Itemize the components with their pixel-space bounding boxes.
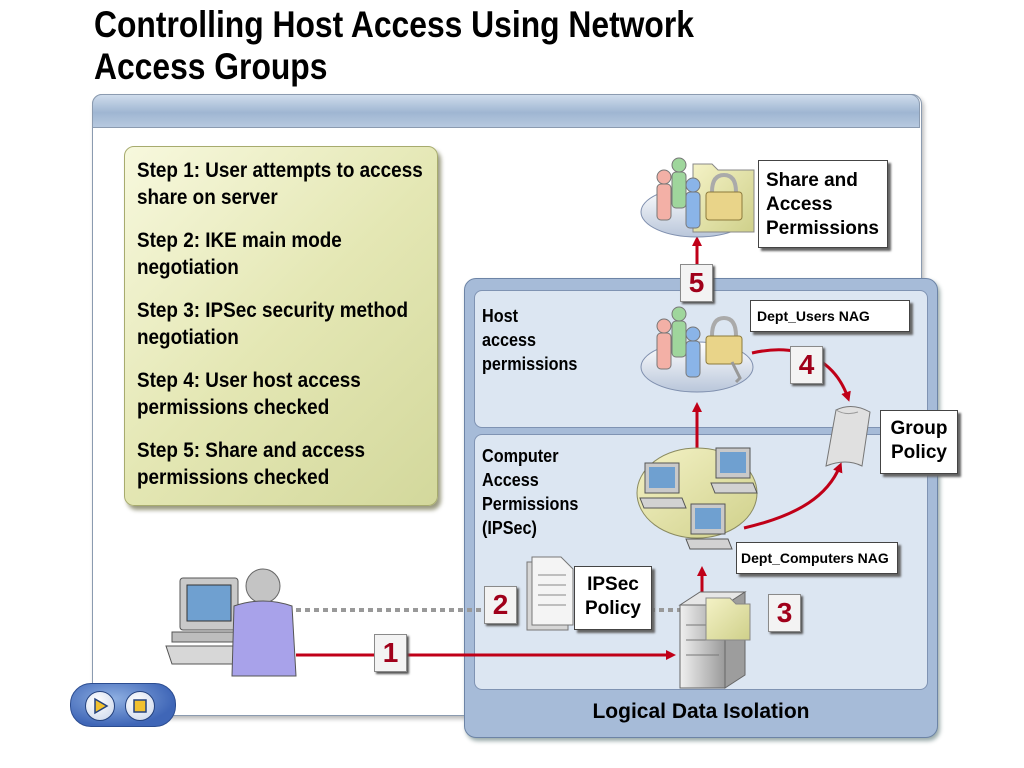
step-1: Step 1: User attempts to access share on… xyxy=(137,159,423,209)
users-lock-icon xyxy=(640,306,754,393)
group-policy-label: Group Policy xyxy=(890,418,948,463)
step-2: Step 2: IKE main mode negotiation xyxy=(137,229,342,279)
slide-nav-controls xyxy=(70,683,176,727)
play-button[interactable] xyxy=(85,691,115,721)
group-policy-callout: Group Policy xyxy=(880,410,958,474)
user-computer-icon xyxy=(165,568,297,677)
step-5: Step 5: Share and access permissions che… xyxy=(137,439,365,489)
step-number-5: 5 xyxy=(680,264,713,302)
stop-button[interactable] xyxy=(125,691,155,721)
group-policy-scroll-icon xyxy=(825,406,871,467)
page-title: Controlling Host Access Using Network Ac… xyxy=(94,4,694,87)
step-number-4: 4 xyxy=(790,346,823,384)
share-permissions-callout: Share and Access Permissions xyxy=(758,160,888,248)
step-3: Step 3: IPSec security method negotiatio… xyxy=(137,299,408,349)
step-number-3: 3 xyxy=(768,594,801,632)
document-icon xyxy=(526,556,574,631)
play-icon xyxy=(94,697,109,715)
arrow-computers-to-group-policy xyxy=(743,462,843,530)
steps-list: Step 1: User attempts to access share on… xyxy=(124,146,438,506)
panel-header-bar xyxy=(92,94,920,128)
step-4: Step 4: User host access permissions che… xyxy=(137,369,361,419)
logical-data-isolation-label: Logical Data Isolation xyxy=(592,700,810,723)
dept-computers-nag-callout: Dept_Computers NAG xyxy=(736,542,898,574)
share-users-folder-icon xyxy=(640,157,755,238)
step-number-1: 1 xyxy=(374,634,407,672)
ipsec-policy-label: IPSec Policy xyxy=(585,574,641,619)
dept-users-nag-label: Dept_Users NAG xyxy=(757,308,870,324)
step-number-2: 2 xyxy=(484,586,517,624)
stop-icon xyxy=(133,699,147,713)
server-icon xyxy=(678,591,751,689)
dept-users-nag-callout: Dept_Users NAG xyxy=(750,300,910,332)
ipsec-policy-callout: IPSec Policy xyxy=(574,566,652,630)
computers-group-icon xyxy=(636,447,758,550)
computer-access-label: Computer Access Permissions (IPSec) xyxy=(482,446,579,538)
share-permissions-label: Share and Access Permissions xyxy=(766,170,879,239)
dept-computers-nag-label: Dept_Computers NAG xyxy=(741,550,889,566)
host-access-label: Host access permissions xyxy=(482,306,578,374)
